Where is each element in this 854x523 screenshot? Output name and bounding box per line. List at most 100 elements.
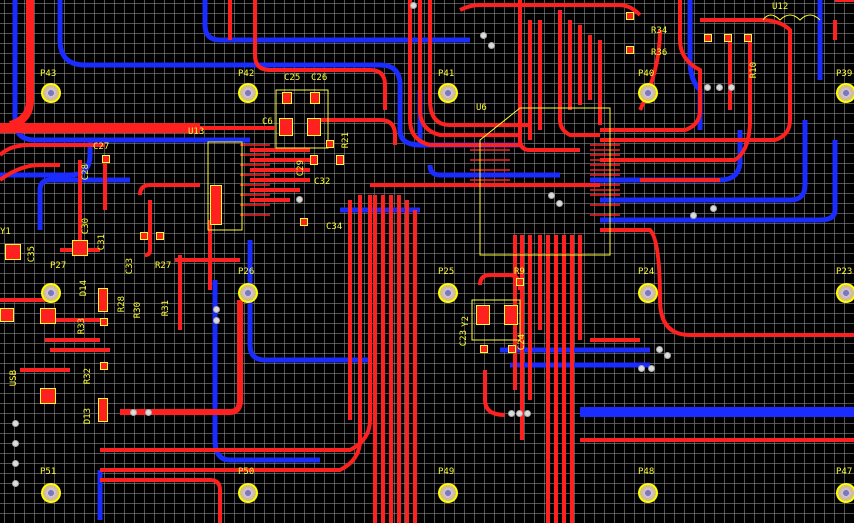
via[interactable]	[516, 410, 523, 417]
label-c28: C28	[81, 164, 91, 181]
pad-p24[interactable]	[638, 283, 658, 303]
d13-pad[interactable]	[98, 398, 108, 422]
d14-pad[interactable]	[98, 288, 108, 312]
pad-p41[interactable]	[438, 83, 458, 103]
label-r36: R36	[651, 48, 668, 58]
via[interactable]	[690, 212, 697, 219]
via[interactable]	[664, 352, 671, 359]
label-c31: C31	[97, 234, 107, 251]
label-c32: C32	[314, 177, 331, 187]
label-c6: C6	[262, 117, 273, 127]
via[interactable]	[704, 84, 711, 91]
label-c24: C24	[517, 334, 527, 351]
pad-p48[interactable]	[638, 483, 658, 503]
r34-pad[interactable]	[626, 12, 634, 20]
via[interactable]	[12, 480, 19, 487]
via[interactable]	[524, 410, 531, 417]
label-r34: R34	[651, 26, 668, 36]
u13-pad[interactable]	[210, 185, 222, 225]
label-c34: C34	[326, 222, 343, 232]
label-p48: P48	[638, 467, 655, 477]
c23-pad[interactable]	[480, 345, 488, 353]
c35-pad[interactable]	[5, 244, 21, 260]
via[interactable]	[656, 346, 663, 353]
via[interactable]	[728, 84, 735, 91]
via[interactable]	[488, 42, 495, 49]
label-c26: C26	[311, 73, 328, 83]
fanout-traces	[240, 144, 620, 216]
label-d14: D14	[79, 280, 89, 297]
via[interactable]	[710, 205, 717, 212]
pad-p49[interactable]	[438, 483, 458, 503]
label-u6: U6	[476, 103, 487, 113]
usb-pad[interactable]	[0, 308, 14, 322]
label-usb: USB	[9, 370, 19, 387]
via[interactable]	[213, 317, 220, 324]
r21-pad[interactable]	[326, 140, 334, 148]
c25-pad[interactable]	[282, 92, 292, 104]
pad-p40[interactable]	[638, 83, 658, 103]
usb-pad-3[interactable]	[40, 388, 56, 404]
c24-pad[interactable]	[508, 345, 516, 353]
label-p49: P49	[438, 467, 455, 477]
u12-pad-2[interactable]	[724, 34, 732, 42]
label-p47: P47	[836, 467, 853, 477]
c34-pad[interactable]	[300, 218, 308, 226]
label-r10: R10	[749, 62, 759, 79]
pad-p42[interactable]	[238, 83, 258, 103]
label-r30: R30	[133, 302, 143, 319]
u12-pad-3[interactable]	[744, 34, 752, 42]
r32-pad[interactable]	[100, 362, 108, 370]
pad-p27[interactable]	[41, 283, 61, 303]
via[interactable]	[648, 365, 655, 372]
c32-pad-2[interactable]	[336, 155, 344, 165]
via[interactable]	[716, 84, 723, 91]
pad-p23[interactable]	[836, 283, 854, 303]
pad-p50[interactable]	[238, 483, 258, 503]
label-c33: C33	[125, 258, 135, 275]
silkscreen-outlines	[207, 14, 821, 341]
via[interactable]	[548, 192, 555, 199]
via[interactable]	[410, 2, 417, 9]
pad-p51[interactable]	[41, 483, 61, 503]
via[interactable]	[145, 409, 152, 416]
c26-pad[interactable]	[310, 92, 320, 104]
via[interactable]	[480, 32, 487, 39]
via[interactable]	[296, 196, 303, 203]
via[interactable]	[12, 420, 19, 427]
r27-pad[interactable]	[140, 232, 148, 240]
via[interactable]	[508, 410, 515, 417]
label-p50: P50	[238, 467, 255, 477]
label-r27: R27	[155, 261, 172, 271]
pad-p43[interactable]	[41, 83, 61, 103]
c6-pad-2[interactable]	[307, 118, 321, 136]
via[interactable]	[556, 200, 563, 207]
pad-p26[interactable]	[238, 283, 258, 303]
label-p51: P51	[40, 467, 57, 477]
c6-pad[interactable]	[279, 118, 293, 136]
r27-pad-2[interactable]	[156, 232, 164, 240]
y2-pad-2[interactable]	[504, 305, 518, 325]
pad-p47[interactable]	[836, 483, 854, 503]
pad-p25[interactable]	[438, 283, 458, 303]
label-p39: P39	[836, 69, 853, 79]
r9-pad[interactable]	[516, 278, 524, 286]
pad-p39[interactable]	[836, 83, 854, 103]
label-u13: U13	[188, 127, 205, 137]
c32-pad[interactable]	[310, 155, 318, 165]
y2-pad[interactable]	[476, 305, 490, 325]
usb-pad-2[interactable]	[40, 308, 56, 324]
via[interactable]	[130, 409, 137, 416]
r36-pad[interactable]	[626, 46, 634, 54]
label-r33: R33	[77, 318, 87, 335]
via[interactable]	[213, 306, 220, 313]
via[interactable]	[12, 440, 19, 447]
r33-pad[interactable]	[100, 318, 108, 326]
u12-pad[interactable]	[704, 34, 712, 42]
c31-pad[interactable]	[72, 240, 88, 256]
via[interactable]	[12, 460, 19, 467]
c27-pad[interactable]	[102, 155, 110, 163]
via[interactable]	[638, 365, 645, 372]
